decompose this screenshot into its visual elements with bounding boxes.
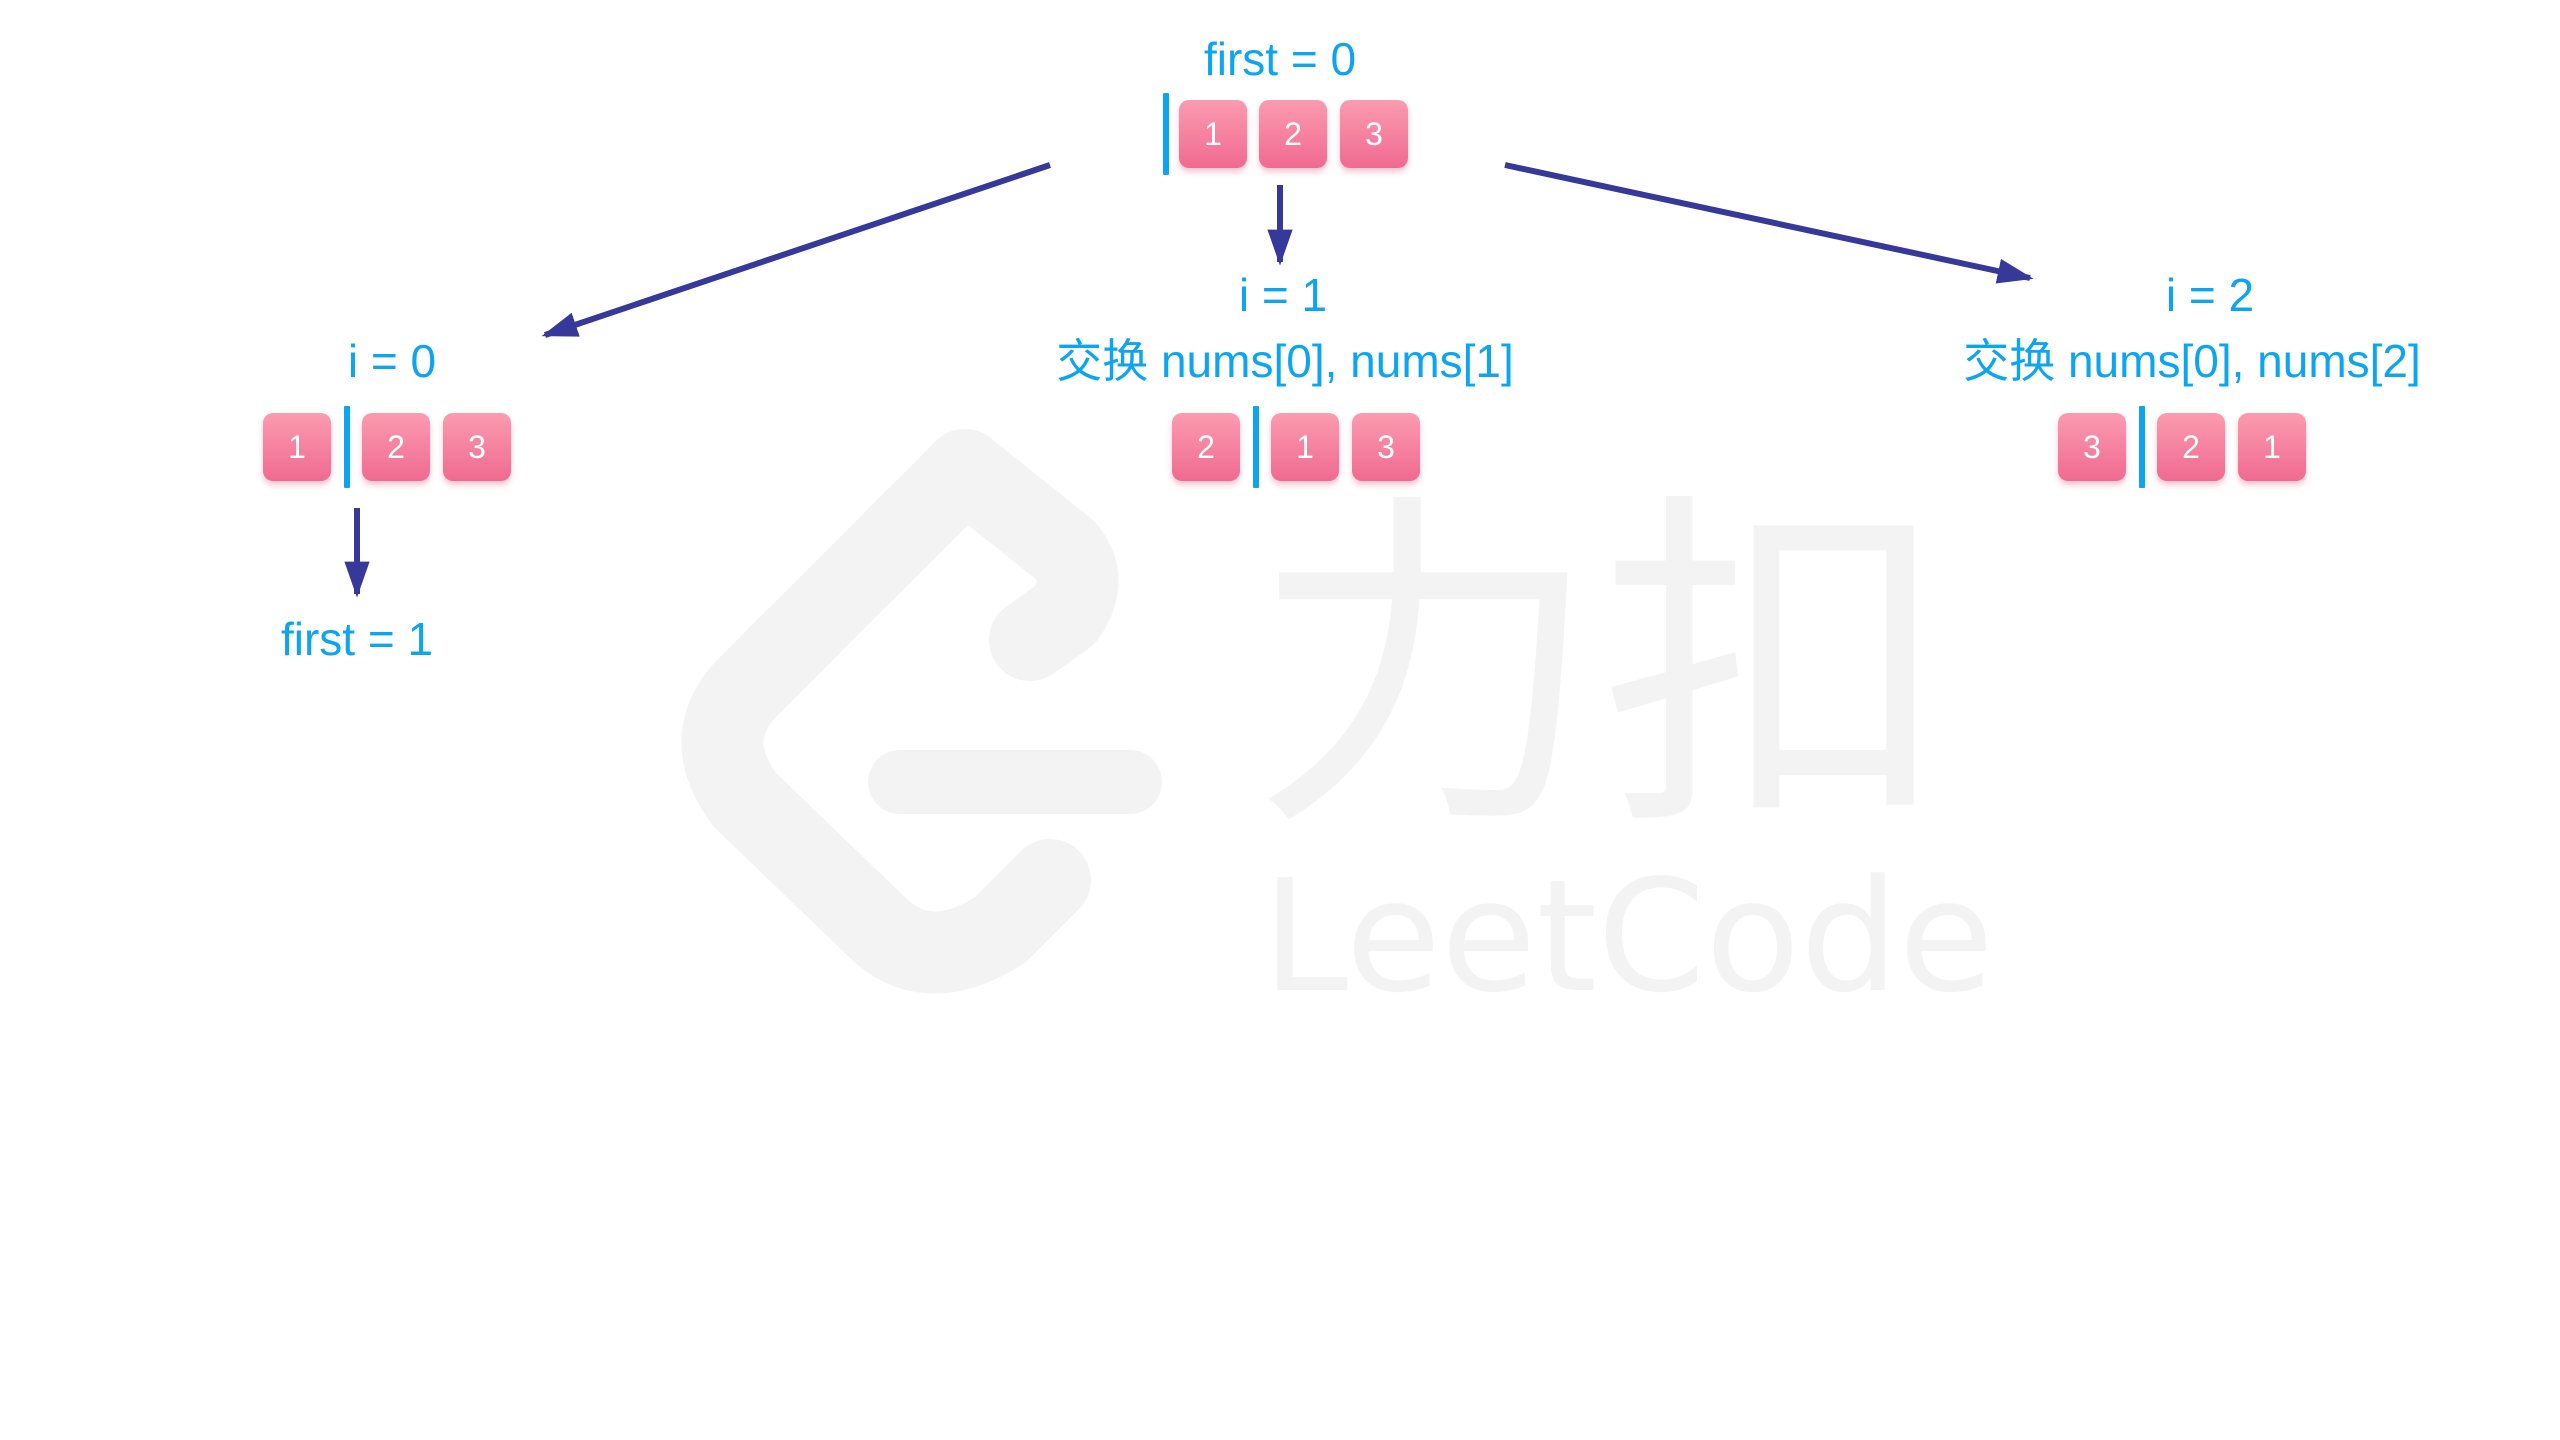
root-cell-3: 3 xyxy=(1340,100,1408,168)
watermark-brand-en: LeetCode xyxy=(1262,846,1994,1027)
leetcode-logo-bracket-icon xyxy=(924,429,1119,681)
arrow-root-to-left xyxy=(541,162,1051,338)
arrow-root-to-right xyxy=(1504,162,2034,284)
root-cell-1: 1 xyxy=(1179,100,1247,168)
left-cell-3: 3 xyxy=(443,413,511,481)
right-cell-3: 1 xyxy=(2238,413,2306,481)
left-child-first-label: first = 1 xyxy=(280,613,434,665)
right-cell-2: 2 xyxy=(2157,413,2225,481)
left-i-label: i = 0 xyxy=(347,335,437,387)
leetcode-logo-icon xyxy=(681,429,1091,994)
right-i-label: i = 2 xyxy=(2165,269,2255,321)
root-divider xyxy=(1163,93,1169,175)
middle-divider xyxy=(1253,406,1259,488)
root-cell-2: 2 xyxy=(1259,100,1327,168)
right-cell-1: 3 xyxy=(2058,413,2126,481)
middle-cell-1: 2 xyxy=(1172,413,1240,481)
root-first-label: first = 0 xyxy=(1203,33,1357,85)
right-divider xyxy=(2139,406,2145,488)
left-cell-1: 1 xyxy=(263,413,331,481)
right-swap-label: 交换 nums[0], nums[2] xyxy=(1963,335,2421,387)
left-cell-2: 2 xyxy=(362,413,430,481)
middle-cell-3: 3 xyxy=(1352,413,1420,481)
left-divider xyxy=(344,406,350,488)
middle-i-label: i = 1 xyxy=(1238,269,1328,321)
middle-swap-label: 交换 nums[0], nums[1] xyxy=(1056,335,1514,387)
watermark-brand-cn: 力扣 xyxy=(1250,465,1950,873)
middle-cell-2: 1 xyxy=(1271,413,1339,481)
